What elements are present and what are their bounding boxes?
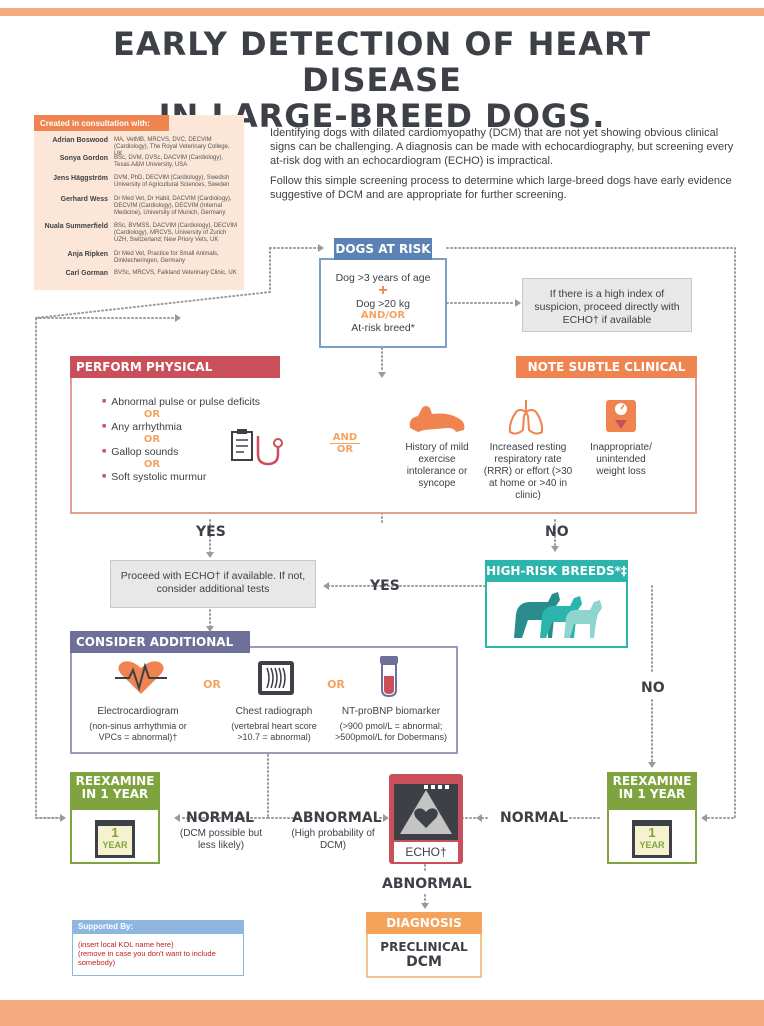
title-line-1: EARLY DETECTION OF HEART DISEASE xyxy=(112,25,652,99)
xray-icon xyxy=(258,661,294,695)
diagnosis-header: DIAGNOSIS xyxy=(366,912,482,934)
or-label: OR xyxy=(203,678,221,691)
and-or-divider: AND OR xyxy=(330,432,360,455)
supported-by-header: Supported By: xyxy=(72,920,244,934)
high-risk-breeds-header: HIGH-RISK BREEDS*‡ xyxy=(485,560,628,582)
normal-label-right: NORMAL xyxy=(500,810,569,826)
clipboard-stethoscope-icon xyxy=(231,429,283,466)
at-risk-andor: AND/OR xyxy=(360,310,406,321)
weight-scale-icon xyxy=(606,400,636,432)
consultation-header: Created in consultation with: xyxy=(34,115,169,131)
dogs-at-risk-header: DOGS AT RISK xyxy=(334,238,432,260)
echo-machine-lights xyxy=(424,776,454,789)
echo-label: ECHO† xyxy=(394,842,458,862)
intro-text: Identifying dogs with dilated cardiomyop… xyxy=(270,126,735,208)
calendar-icon: 1 YEAR xyxy=(95,820,135,858)
supported-by-text: (insert local KOL name here) (remove in … xyxy=(78,940,216,967)
test-radiograph: Chest radiograph (vertebral heart score … xyxy=(224,706,324,743)
list-item: Any arrhythmia xyxy=(102,420,312,434)
dogs-silhouette-icon xyxy=(514,592,602,638)
blood-tube-icon xyxy=(380,656,398,698)
test-ecg: Electrocardiogram (non-sinus arrhythmia … xyxy=(78,706,198,743)
dog-lying-icon xyxy=(409,406,465,432)
test-radiograph-desc: (vertebral heart score >10.7 = abnormal) xyxy=(231,721,317,742)
at-risk-age: Dog >3 years of age xyxy=(335,272,431,284)
bottom-accent-bar xyxy=(0,1000,764,1026)
intro-paragraph-1: Identifying dogs with dilated cardiomyop… xyxy=(270,127,734,167)
lungs-icon xyxy=(508,400,544,435)
diagnosis-result: PRECLINICAL DCM xyxy=(380,940,468,970)
clinical-sign-exercise: History of mild exercise intolerance or … xyxy=(405,442,469,489)
top-accent-bar xyxy=(0,8,764,16)
test-ecg-desc: (non-sinus arrhythmia or VPCs = abnormal… xyxy=(89,721,187,742)
test-ntprobnp-title: NT-proBNP biomarker xyxy=(341,706,441,717)
no-label: NO xyxy=(545,524,569,540)
abnormal-label: ABNORMAL xyxy=(292,810,382,826)
reexamine-header-left: REEXAMINE IN 1 YEAR xyxy=(70,772,160,810)
calendar-icon: 1 YEAR xyxy=(632,820,672,858)
suspicion-box: If there is a high index of suspicion, p… xyxy=(522,278,692,332)
abnormal-note: (High probability of DCM) xyxy=(291,828,375,851)
intro-paragraph-2: Follow this simple screening process to … xyxy=(270,175,732,201)
list-item: Gallop sounds xyxy=(102,445,312,459)
ultrasound-screen-icon xyxy=(394,784,458,840)
or-label: OR xyxy=(143,459,161,470)
abnormal-label-echo: ABNORMAL xyxy=(382,876,472,892)
exam-findings-list: Abnormal pulse or pulse deficits OR Any … xyxy=(102,395,312,484)
reexamine-header-right: REEXAMINE IN 1 YEAR xyxy=(607,772,697,810)
or-label: OR xyxy=(143,434,161,445)
no-label-high-risk: NO xyxy=(641,680,665,696)
test-ntprobnp: NT-proBNP biomarker (>900 pmol/L = abnor… xyxy=(328,706,454,743)
test-radiograph-title: Chest radiograph xyxy=(235,706,313,717)
additional-tests-header: CONSIDER ADDITIONAL TESTS xyxy=(70,631,250,671)
clinical-sign-weight: Inappropriate/ unintended weight loss xyxy=(590,442,652,477)
ecg-heart-icon xyxy=(115,661,167,694)
proceed-echo-box: Proceed with ECHO† if available. If not,… xyxy=(110,560,316,608)
list-item: Abnormal pulse or pulse deficits xyxy=(102,395,312,409)
physical-exam-header: PERFORM PHYSICAL EXAMINATION xyxy=(70,356,280,396)
at-risk-breed: At-risk breed* xyxy=(351,322,415,334)
exam-signs-box xyxy=(70,370,697,514)
test-ntprobnp-desc: (>900 pmol/L = abnormal; >500pmol/L for … xyxy=(335,721,447,742)
at-risk-weight: Dog >20 kg xyxy=(356,298,410,310)
dogs-at-risk-box: Dog >3 years of age + Dog >20 kg AND/OR … xyxy=(319,258,447,348)
or-label: OR xyxy=(143,409,161,420)
plus-sign: + xyxy=(378,282,388,299)
clinical-sign-respiratory: Increased resting respiratory rate (RRR)… xyxy=(483,442,573,501)
clinical-signs-header: NOTE SUBTLE CLINICAL SIGNS xyxy=(516,356,697,396)
yes-label-high-risk: YES xyxy=(370,578,400,594)
or-label: OR xyxy=(327,678,345,691)
list-item: Soft systolic murmur xyxy=(102,470,312,484)
normal-label-left: NORMAL xyxy=(186,810,255,826)
normal-note: (DCM possible but less likely) xyxy=(179,828,263,851)
yes-label: YES xyxy=(196,524,226,540)
test-ecg-title: Electrocardiogram xyxy=(97,706,179,717)
